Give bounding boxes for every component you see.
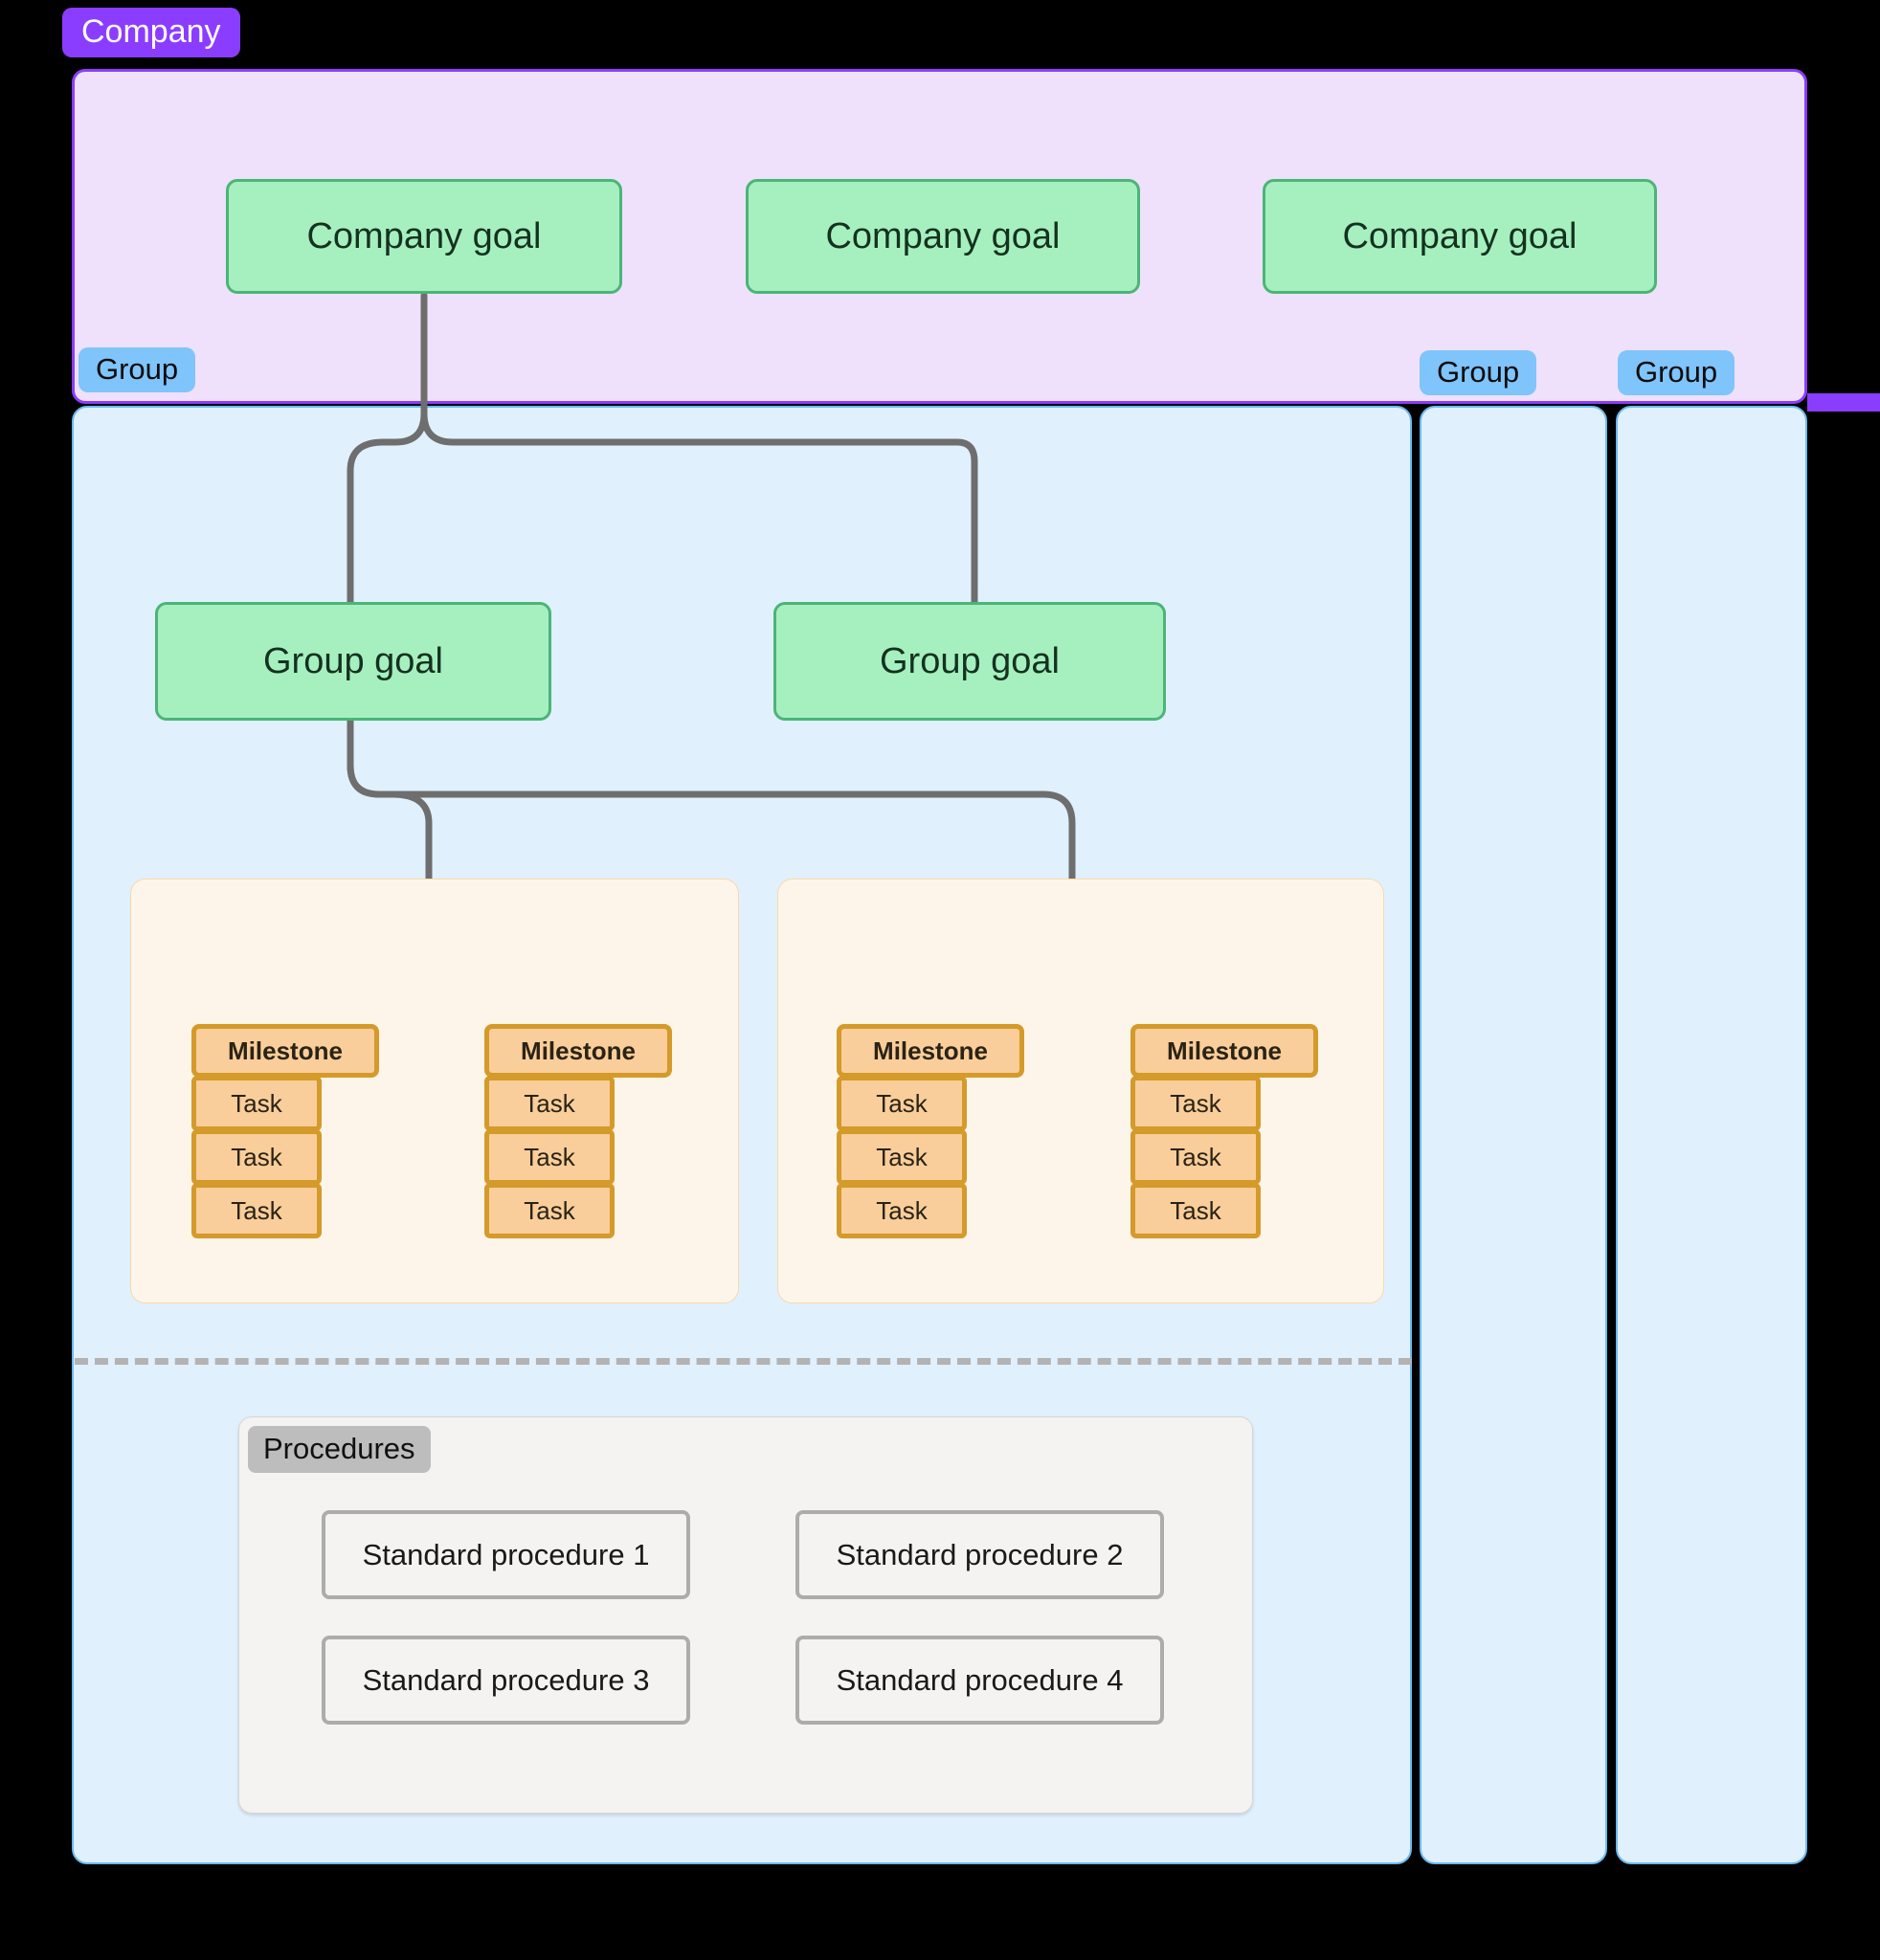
group-goal-card-2[interactable]: Group goal (773, 602, 1166, 721)
group-goal-card-1[interactable]: Group goal (155, 602, 551, 721)
procedures-panel[interactable] (238, 1416, 1253, 1814)
milestone-stack: Milestone Task Task Task (1130, 1024, 1318, 1238)
company-badge[interactable]: Company (62, 8, 240, 57)
milestone-stack: Milestone Task Task Task (484, 1024, 672, 1238)
task-box[interactable]: Task (1130, 1129, 1261, 1185)
procedures-badge[interactable]: Procedures (248, 1426, 431, 1473)
milestone-box[interactable]: Milestone (837, 1024, 1024, 1078)
milestone-box[interactable]: Milestone (191, 1024, 379, 1078)
task-box[interactable]: Task (837, 1076, 967, 1131)
task-box[interactable]: Task (837, 1183, 967, 1238)
task-box[interactable]: Task (191, 1076, 322, 1131)
company-edge-accent (1807, 393, 1880, 412)
task-box[interactable]: Task (837, 1129, 967, 1185)
company-goal-card-3[interactable]: Company goal (1263, 179, 1657, 294)
procedures-grid: Standard procedure 1 Standard procedure … (322, 1510, 1174, 1725)
milestone-box[interactable]: Milestone (1130, 1024, 1318, 1078)
milestone-box[interactable]: Milestone (484, 1024, 672, 1078)
procedure-card-1[interactable]: Standard procedure 1 (322, 1510, 690, 1599)
task-box[interactable]: Task (1130, 1076, 1261, 1131)
section-divider (75, 1358, 1412, 1365)
group-badge-1[interactable]: Group (78, 347, 196, 392)
milestone-stack: Milestone Task Task Task (191, 1024, 379, 1238)
task-box[interactable]: Task (484, 1183, 615, 1238)
milestone-stack: Milestone Task Task Task (837, 1024, 1024, 1238)
company-goal-card-2[interactable]: Company goal (746, 179, 1140, 294)
group-badge-3[interactable]: Group (1618, 350, 1735, 395)
procedure-card-4[interactable]: Standard procedure 4 (795, 1636, 1164, 1725)
task-box[interactable]: Task (191, 1183, 322, 1238)
procedure-card-2[interactable]: Standard procedure 2 (795, 1510, 1164, 1599)
group-container-3[interactable] (1616, 406, 1807, 1864)
task-box[interactable]: Task (484, 1129, 615, 1185)
group-container-2[interactable] (1420, 406, 1607, 1864)
task-box[interactable]: Task (484, 1076, 615, 1131)
procedure-card-3[interactable]: Standard procedure 3 (322, 1636, 690, 1725)
group-badge-2[interactable]: Group (1420, 350, 1537, 395)
task-box[interactable]: Task (191, 1129, 322, 1185)
task-box[interactable]: Task (1130, 1183, 1261, 1238)
company-goal-card-1[interactable]: Company goal (226, 179, 622, 294)
